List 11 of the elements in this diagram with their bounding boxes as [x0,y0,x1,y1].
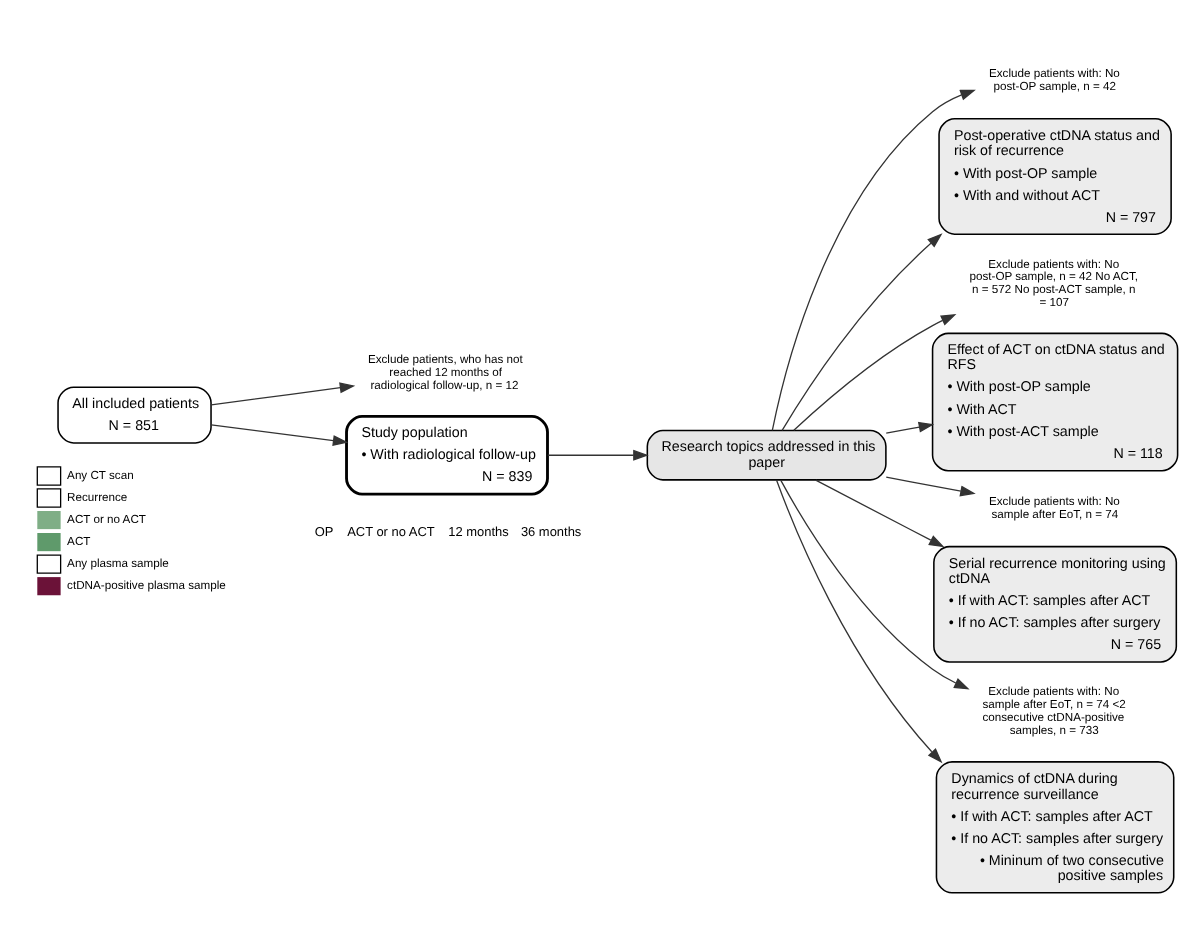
arrow [793,313,957,430]
arrow [210,423,349,445]
arrow [780,478,970,689]
arrow [885,420,935,433]
arrow [775,478,943,763]
arrow [781,232,943,430]
arrow [815,478,945,547]
arrow [771,88,976,431]
arrow [885,475,976,496]
arrow [210,381,356,405]
arrow [547,448,649,460]
